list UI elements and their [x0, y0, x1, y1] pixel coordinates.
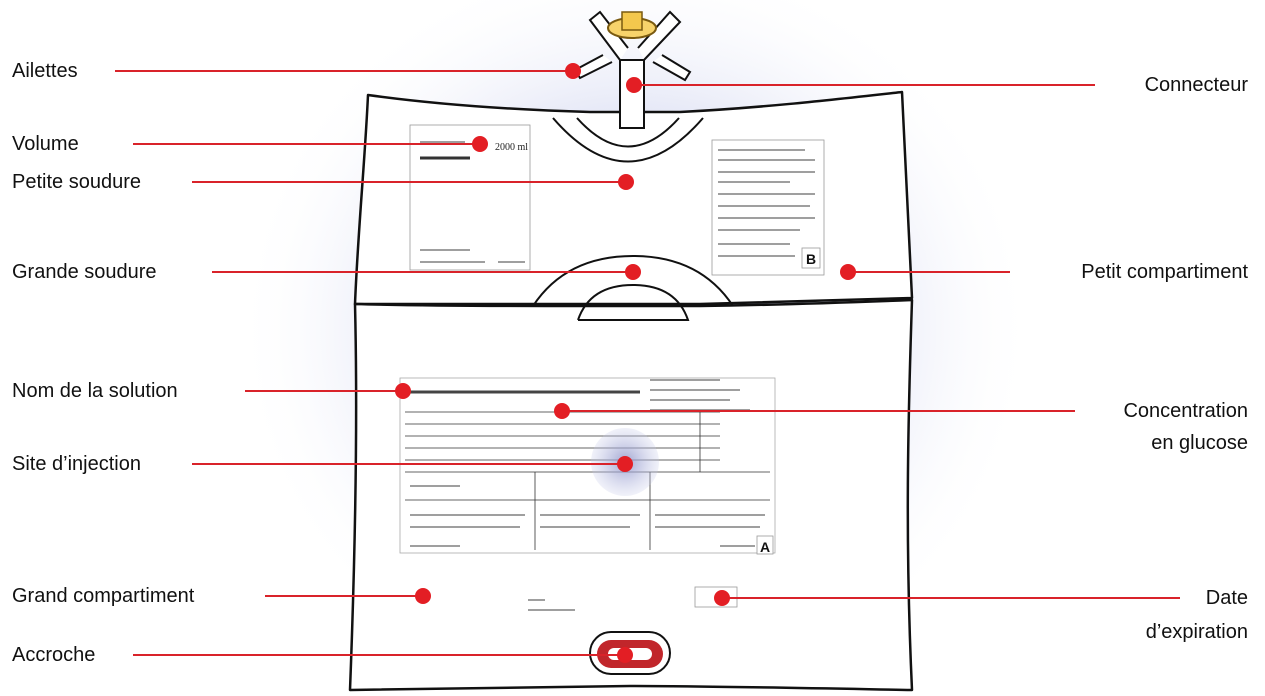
- label-petit-compartiment: Petit compartiment: [1081, 261, 1248, 283]
- dot-connecteur: [626, 77, 642, 93]
- marker-dots: [395, 63, 856, 663]
- dot-date-expiration: [714, 590, 730, 606]
- large-seal: [532, 254, 734, 307]
- dot-petit-compartiment: [840, 264, 856, 280]
- label-petite-soudure: Petite soudure: [12, 171, 141, 193]
- leader-lines: [115, 70, 1180, 656]
- small-seal-inner: [576, 117, 680, 148]
- dot-petite-soudure: [618, 174, 634, 190]
- label-connecteur: Connecteur: [1144, 74, 1248, 96]
- label-volume: Volume: [12, 133, 79, 155]
- large-seal-inner: [577, 283, 690, 321]
- small-seal: [552, 117, 704, 163]
- large-label: [399, 377, 776, 555]
- large-label-letter: A: [760, 539, 770, 555]
- dot-ailettes: [565, 63, 581, 79]
- label-concentration-line2: en glucose: [1151, 432, 1248, 454]
- label-grand-compartiment: Grand compartiment: [12, 585, 195, 607]
- label-date-line2: d’expiration: [1145, 621, 1248, 643]
- label-date-line1: Date: [1205, 587, 1248, 609]
- label-accroche: Accroche: [12, 644, 96, 666]
- connector-assembly: [573, 10, 692, 129]
- dot-accroche: [617, 647, 633, 663]
- dot-nom-solution: [395, 383, 411, 399]
- label-nom-solution: Nom de la solution: [12, 380, 178, 402]
- dot-site-injection: [617, 456, 633, 472]
- small-label-letter: B: [806, 251, 816, 267]
- label-ailettes: Ailettes: [12, 60, 78, 82]
- dot-grande-soudure: [625, 264, 641, 280]
- volume-value-text: 2000 ml: [495, 142, 528, 153]
- small-label-right: [711, 139, 825, 276]
- label-site-injection: Site d’injection: [12, 453, 141, 475]
- small-label-left: [409, 124, 531, 271]
- label-concentration-line1: Concentration: [1123, 400, 1248, 422]
- dot-volume: [472, 136, 488, 152]
- dot-concentration: [554, 403, 570, 419]
- dot-grand-compartiment: [415, 588, 431, 604]
- label-grande-soudure: Grande soudure: [12, 261, 157, 283]
